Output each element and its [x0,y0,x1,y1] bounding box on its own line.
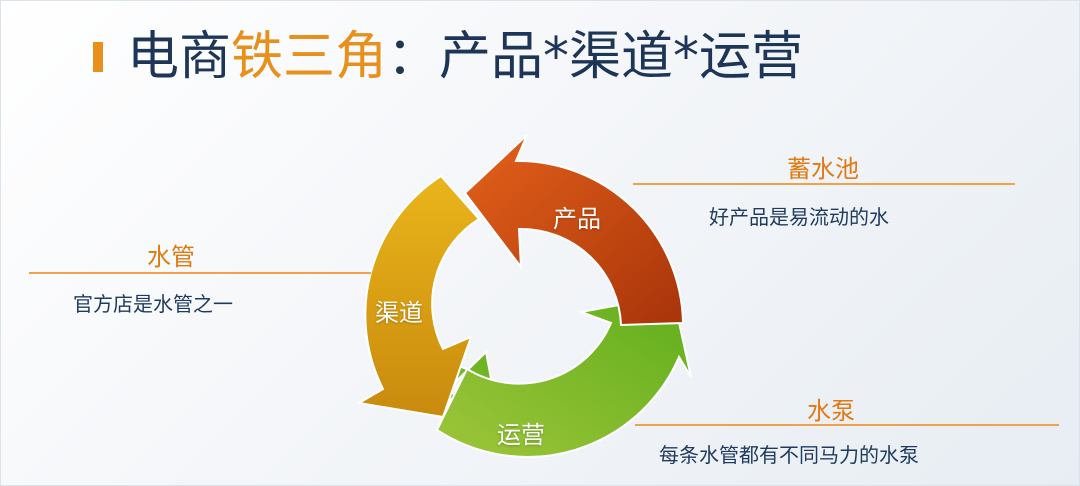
reservoir-heading: 蓄水池 [787,155,859,183]
title-part-triangle: 铁三角 [231,27,388,87]
reservoir-description: 好产品是易流动的水 [709,205,889,229]
pipe-description: 官方店是水管之一 [73,292,233,316]
pump-divider [635,424,1059,426]
pump-heading: 水泵 [807,397,855,425]
operation-segment-body [435,293,692,458]
cycle-arrows [356,134,692,458]
cycle-label-operation: 运营 [497,421,545,449]
channel-segment-body [356,174,481,419]
cycle-diagram: 产品 渠道 运营 [341,127,701,467]
pipe-divider [29,272,371,274]
title-bullet [93,42,103,72]
pump-description: 每条水管都有不同马力的水泵 [659,443,919,467]
product-segment-body [463,134,685,327]
slide-title: 电商 铁三角 ：产品*渠道*运营 [93,15,803,99]
title-part-ecommerce: 电商 [127,27,232,87]
reservoir-divider [633,183,1015,185]
pipe-heading: 水管 [147,243,195,271]
cycle-label-channel: 渠道 [375,299,423,327]
title-part-elements: ：产品*渠道*运营 [387,27,804,87]
cycle-label-product: 产品 [553,205,601,233]
